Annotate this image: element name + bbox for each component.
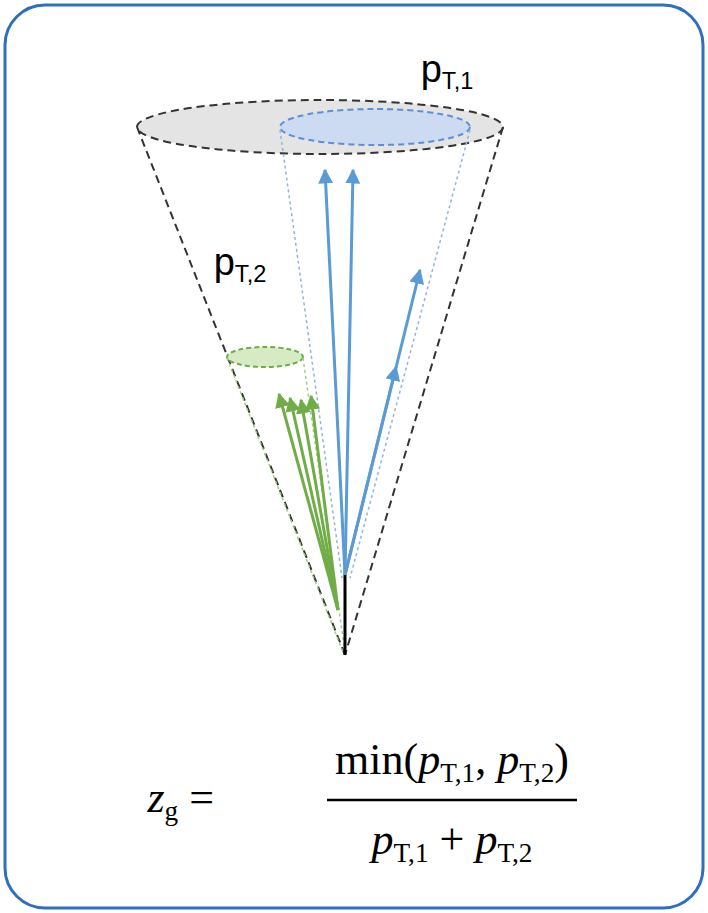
formula-numerator: min(pT,1, pT,2)	[335, 735, 569, 790]
formula-lhs: zg =	[147, 773, 214, 828]
jet-cone-edge	[345, 127, 503, 655]
momentum-label: pT,2	[211, 241, 270, 288]
subjet-1-edge	[350, 130, 470, 578]
fraction-bar	[327, 799, 577, 802]
subjet-2-top	[227, 347, 303, 367]
momentum-label: pT,1	[421, 48, 474, 95]
panel-frame	[5, 5, 703, 908]
subjet-1-top	[280, 109, 470, 145]
subjet-2-particles	[279, 394, 338, 610]
formula-denominator: pT,1 + pT,2	[371, 815, 532, 870]
subjet-1-particles	[325, 170, 420, 575]
parton-stem	[344, 575, 347, 655]
jet-cone-edge	[137, 127, 345, 655]
jet-cone-top	[137, 100, 503, 154]
subjet-2-edge	[227, 358, 343, 652]
